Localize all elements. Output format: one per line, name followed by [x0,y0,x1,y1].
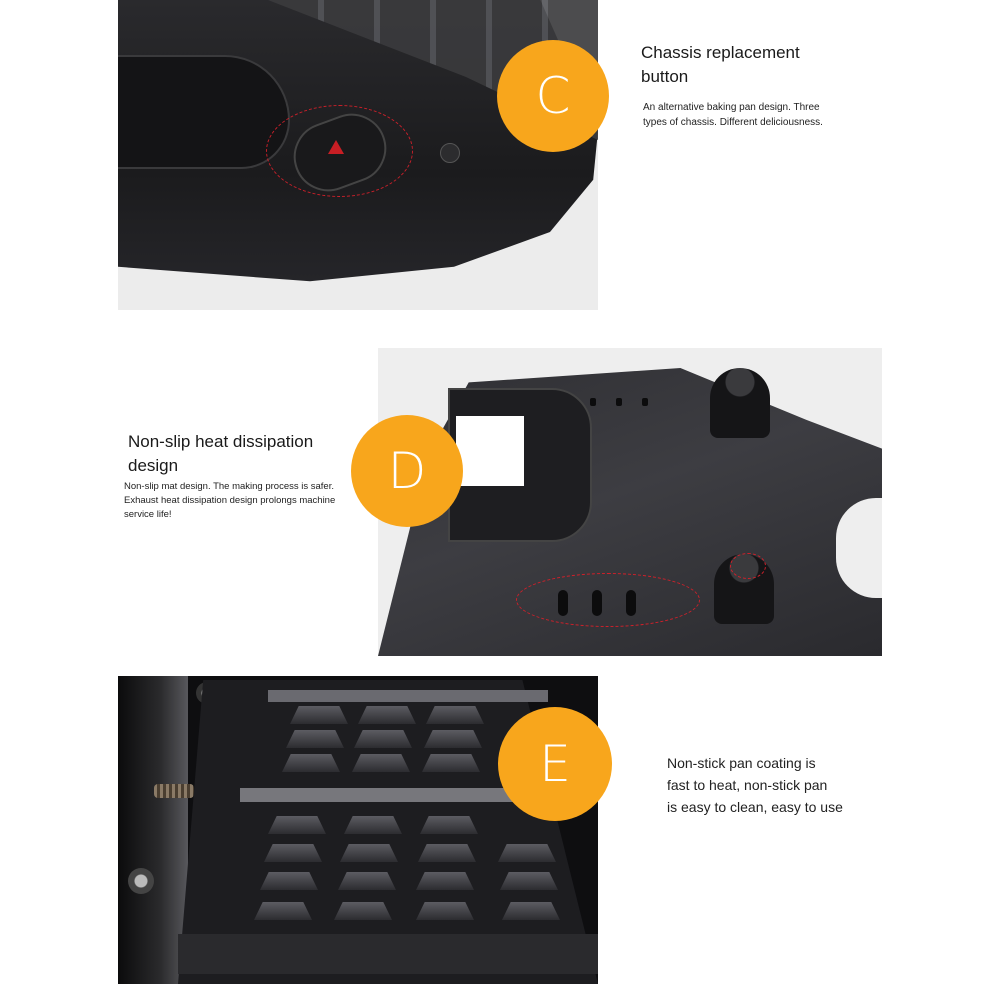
waffle-cell [282,754,340,772]
handle-recess [118,55,290,169]
feature-title-d: Non-slip heat dissipation design [128,430,313,478]
waffle-cell [286,730,344,748]
description-line: Non-slip mat design. The making process … [124,481,334,492]
pan-edge [178,934,598,974]
description-line: is easy to clean, easy to use [667,799,843,815]
pan-divider [268,690,548,702]
title-line: button [641,67,689,86]
highlight-ring [266,105,413,197]
waffle-cell [426,706,484,724]
title-line: Non-slip heat dissipation [128,432,314,451]
description-line: Non-stick pan coating is [667,755,816,771]
description-line: fast to heat, non-stick pan [667,777,828,793]
waffle-cell [422,754,480,772]
waffle-cell [344,816,402,834]
waffle-cell [352,754,410,772]
vent-slot [642,398,648,406]
waffle-cell [420,816,478,834]
product-photo-waffle-plate [118,676,598,984]
feature-section-e: E Non-stick pan coating is fast to heat,… [0,670,1000,1000]
waffle-cell [502,902,560,920]
feature-section-d: D Non-slip heat dissipation design Non-s… [0,340,1000,670]
waffle-cell [500,872,558,890]
feature-title-c: Chassis replacement button [641,41,800,89]
vent-slot [616,398,622,406]
label-window [456,416,524,486]
waffle-cell [264,844,322,862]
waffle-cell [416,872,474,890]
waffle-cell [424,730,482,748]
waffle-cell [354,730,412,748]
screw-icon [128,868,154,894]
highlight-ring [516,573,700,627]
vent-slot [590,398,596,406]
feature-description-d: Non-slip mat design. The making process … [124,480,335,522]
title-line: Chassis replacement [641,43,800,62]
description-line: An alternative baking pan design. Three [643,102,820,113]
waffle-cell [498,844,556,862]
rubber-foot [710,368,770,438]
pan-divider [240,788,540,802]
waffle-cell [268,816,326,834]
waffle-cell [334,902,392,920]
title-line: design [128,456,179,475]
badge-d: D [351,415,463,527]
handle-opening [836,498,882,598]
feature-description-e: Non-stick pan coating is fast to heat, n… [667,752,843,818]
waffle-cell [416,902,474,920]
screw-icon [440,143,460,163]
waffle-cell [290,706,348,724]
waffle-cell [260,872,318,890]
feature-section-c: C Chassis replacement button An alternat… [0,0,1000,320]
waffle-cell [358,706,416,724]
highlight-ring [730,553,766,579]
waffle-cell [340,844,398,862]
waffle-cell [418,844,476,862]
badge-e: E [498,707,612,821]
waffle-cell [338,872,396,890]
feature-description-c: An alternative baking pan design. Three … [643,100,823,130]
description-line: types of chassis. Different deliciousnes… [643,117,823,128]
hinge-spring [154,784,194,798]
hinge-assembly [118,676,188,984]
description-line: Exhaust heat dissipation design prolongs… [124,495,336,506]
badge-c: C [497,40,609,152]
waffle-cell [254,902,312,920]
product-photo-underside [378,348,882,656]
description-line: service life! [124,509,172,520]
